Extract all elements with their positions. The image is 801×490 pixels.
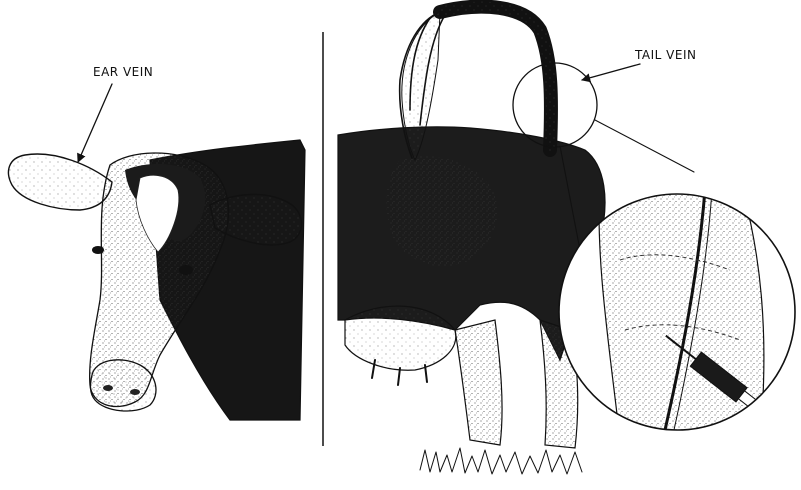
nostril	[130, 389, 140, 395]
hind-leg-left	[455, 320, 502, 445]
zoom-connector-line	[595, 120, 694, 172]
tail-vein-label: TAIL VEIN	[634, 48, 696, 62]
inset-tail	[599, 180, 764, 440]
ear-vein-label: EAR VEIN	[93, 65, 153, 79]
left-ear	[8, 154, 112, 210]
nostril	[103, 385, 113, 391]
left-eye	[92, 246, 104, 254]
cow-rear-illustration	[338, 7, 605, 474]
tail-vein-arrow	[582, 64, 640, 80]
cow-head-illustration	[8, 140, 305, 420]
ear-vein-arrow	[78, 84, 112, 162]
right-eye	[179, 265, 193, 275]
grass	[420, 448, 582, 474]
